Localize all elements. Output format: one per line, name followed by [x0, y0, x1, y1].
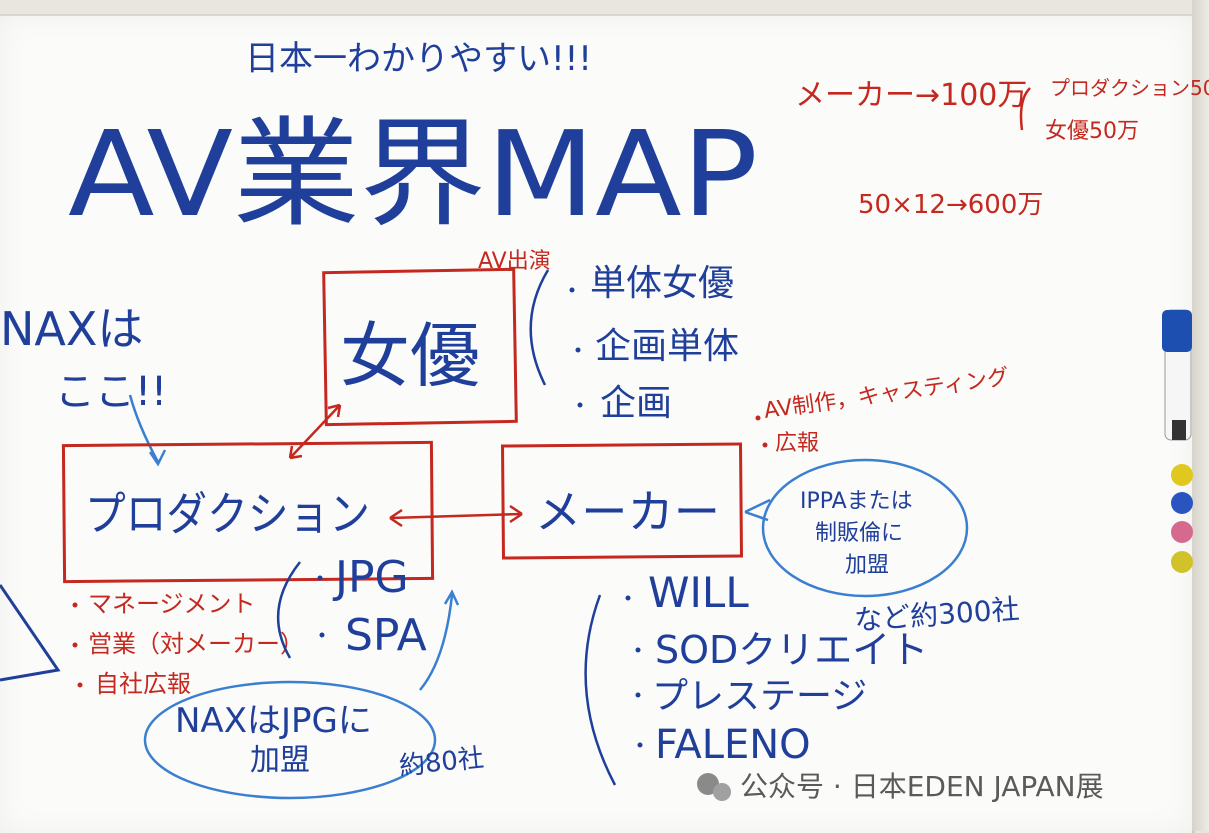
watermark: 公众号 · 日本EDEN JAPAN展: [697, 770, 1104, 803]
group-jpg: JPG: [332, 552, 409, 603]
whiteboard: [0, 14, 1195, 833]
slogan: 日本一わかりやすい!!!: [245, 39, 592, 79]
board-frame: [1192, 0, 1209, 831]
maker-bubble-line-2: 制販倫に: [815, 521, 903, 546]
approx-300: など約300社: [853, 593, 1020, 637]
production-box: [61, 440, 435, 584]
maker-item-4: FALENO: [655, 722, 811, 768]
av-appearance-label: AV出演: [478, 249, 551, 274]
nax-bubble-line-1: NAXはJPGに: [175, 701, 372, 741]
magnets: [1171, 464, 1193, 573]
marker-pen: [1162, 309, 1192, 441]
maker-bubble-line-1: IPPAまたは: [800, 489, 913, 514]
actress-label: 女優: [340, 315, 480, 397]
production-role-3: 自社広報: [95, 670, 191, 698]
note-actress-split: 女優50万: [1045, 119, 1139, 144]
nax-bubble: [143, 680, 437, 800]
maker-bubble-line-3: 加盟: [845, 553, 889, 578]
note-production-split: プロダクション50万: [1050, 76, 1209, 100]
maker-item-1: WILL: [648, 568, 749, 617]
maker-label: メーカー: [535, 485, 720, 539]
maker-role-2: 広報: [775, 431, 819, 456]
maker-role-1: AV制作，キャスティング: [762, 365, 1010, 424]
watermark-text: 公众号 · 日本EDEN JAPAN展: [740, 770, 1104, 803]
production-label: プロダクション: [85, 487, 370, 541]
maker-bubble: [761, 458, 969, 598]
note-maker-line: メーカー→100万: [795, 78, 1027, 113]
production-role-1: マネージメント: [88, 590, 256, 618]
makers-list: WILL SODクリエイト プレステージ FALENO: [625, 568, 928, 768]
board-title: AV業界MAP: [68, 105, 758, 243]
group-spa: SPA: [345, 610, 427, 661]
production-roles-list: マネージメント 営業（対メーカー） 自社広報: [72, 590, 304, 698]
nax-here-label: NAXは: [0, 302, 143, 356]
actress-type-2: 企画単体: [595, 326, 739, 367]
maker-item-3: プレステージ: [652, 676, 867, 717]
actress-box: [322, 267, 518, 427]
maker-item-2: SODクリエイト: [655, 628, 928, 672]
actress-types-list: 単体女優 企画単体 企画: [569, 263, 739, 424]
production-role-2: 営業（対メーカー）: [88, 630, 304, 658]
nax-here-label-2: ここ!!: [55, 369, 167, 415]
approx-80: 約80社: [398, 743, 486, 782]
maker-box: [501, 442, 743, 560]
actress-type-1: 単体女優: [590, 263, 734, 304]
nax-bubble-line-2: 加盟: [250, 743, 310, 778]
note-yearly: 50×12→600万: [858, 190, 1043, 220]
actress-type-3: 企画: [600, 383, 672, 424]
